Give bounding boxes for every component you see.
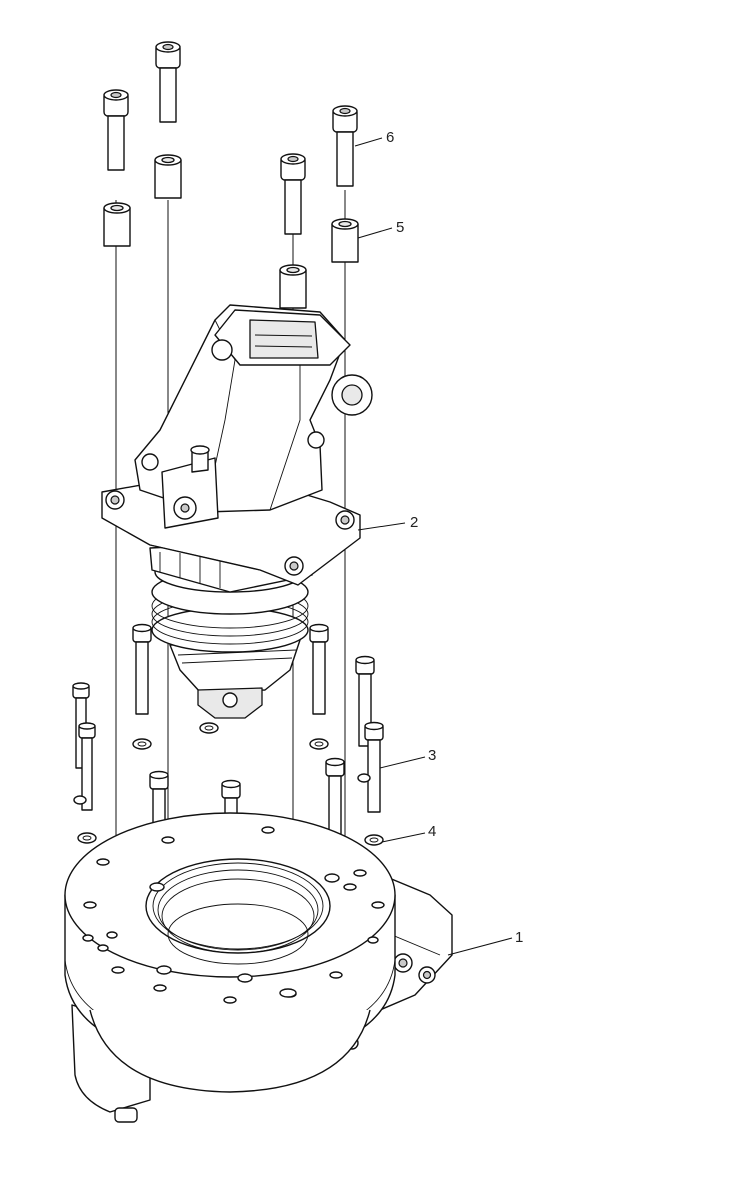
- washer: [199, 722, 219, 734]
- drive-motor: [101, 304, 373, 719]
- spacer-sleeve: [154, 154, 182, 199]
- spacer-sleeve: [103, 202, 131, 247]
- callout-4: 4: [428, 823, 436, 840]
- callout-leaders: [354, 137, 513, 956]
- callout-1: 1: [515, 929, 523, 946]
- callout-6: 6: [386, 129, 394, 146]
- upper-cap-screws: [103, 41, 358, 235]
- cap-screw-lower: [364, 721, 384, 813]
- washer: [77, 832, 97, 844]
- lower-cap-screws: [72, 623, 384, 873]
- slewing-drive-base: [64, 812, 453, 1123]
- spacer-sleeve: [331, 218, 359, 263]
- callout-3: 3: [428, 747, 436, 764]
- spacer-sleeve: [279, 264, 307, 309]
- spacer-sleeves: [103, 154, 359, 309]
- washer: [357, 773, 371, 783]
- washer: [132, 738, 152, 750]
- callout-2: 2: [410, 514, 418, 531]
- cap-screw-upper: [280, 153, 306, 235]
- washer: [309, 738, 329, 750]
- callout-labels: 6 5 2 3 4 1: [386, 129, 523, 946]
- callout-5: 5: [396, 219, 404, 236]
- washer: [364, 834, 384, 846]
- cap-screw-upper: [155, 41, 181, 123]
- washer: [73, 795, 87, 805]
- cap-screw-upper: [103, 89, 129, 171]
- cap-screw-lower: [309, 623, 329, 715]
- cap-screw-lower: [78, 722, 96, 811]
- cap-screw-upper: [332, 105, 358, 187]
- flange-bolt-holes: [82, 826, 385, 1004]
- cap-screw-lower: [132, 623, 152, 715]
